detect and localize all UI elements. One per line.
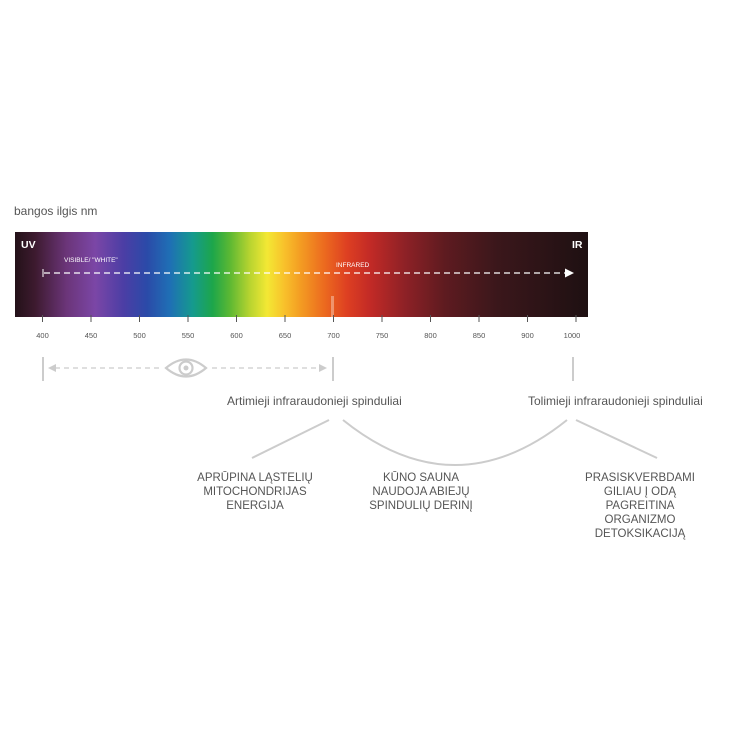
- combined-benefit-line: SPINDULIŲ DERINĮ: [369, 500, 473, 512]
- uv-label: UV: [21, 239, 36, 251]
- combined-benefit-line: KŪNO SAUNA: [383, 472, 459, 484]
- combined-benefit-line: NAUDOJA ABIEJŲ: [372, 486, 469, 498]
- infrared-label: INFRARED: [336, 262, 370, 269]
- visible-label: VISIBLE/ "WHITE": [64, 257, 118, 264]
- tick-label: 400: [36, 331, 49, 340]
- far-ir-benefit-line: PRASISKVERBDAMI: [585, 472, 695, 484]
- near-ir-label: Artimieji infraraudonieji spinduliai: [227, 394, 402, 408]
- far-ir-benefit-line: PAGREITINA: [606, 500, 675, 512]
- tick-label: 550: [182, 331, 195, 340]
- tick-labels: 400 450 500 550 600 650 700 750 800 850 …: [36, 331, 580, 340]
- near-ir-boundary-marker: [331, 296, 334, 317]
- tick-marks: [42, 315, 577, 322]
- far-ir-benefit-line: GILIAU Į ODĄ: [604, 486, 677, 498]
- tick-label: 700: [327, 331, 340, 340]
- tick-label: 800: [424, 331, 437, 340]
- tick-label: 500: [133, 331, 146, 340]
- eye-icon: [164, 358, 208, 378]
- tick-label: 1000: [564, 331, 581, 340]
- tick-label: 900: [521, 331, 534, 340]
- ir-label: IR: [572, 239, 583, 251]
- near-ir-benefit-line: MITOCHONDRIJAS: [203, 486, 307, 498]
- far-ir-benefit-line: DETOKSIKACIJĄ: [595, 528, 686, 540]
- far-ir-label: Tolimieji infraraudonieji spinduliai: [528, 394, 703, 408]
- far-ir-benefit-line: ORGANIZMO: [605, 514, 676, 526]
- axis-label: bangos ilgis nm: [14, 204, 97, 218]
- near-ir-benefit-line: APRŪPINA LĄSTELIŲ: [197, 472, 313, 484]
- tick-label: 750: [376, 331, 389, 340]
- combined-arc-connector: [342, 419, 568, 466]
- spectrum-bar: [15, 232, 588, 317]
- visible-range-arrow-left: [48, 364, 56, 372]
- tick-label: 850: [473, 331, 486, 340]
- near-ir-connector: [251, 419, 330, 459]
- near-ir-benefit-line: ENERGIJA: [226, 500, 284, 512]
- tick-label: 450: [85, 331, 98, 340]
- tick-label: 600: [230, 331, 243, 340]
- spectrum-arrow-head: [565, 268, 574, 278]
- far-ir-connector: [575, 419, 658, 459]
- visible-range-arrow-right: [319, 364, 327, 372]
- tick-label: 650: [279, 331, 292, 340]
